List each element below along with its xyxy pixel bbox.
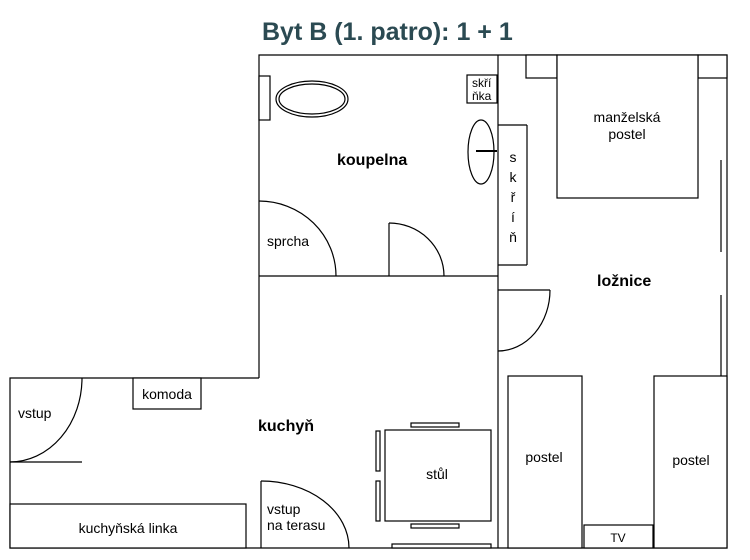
kuchyn-label: kuchyň bbox=[258, 418, 314, 435]
skrin-label: s k ř í ň bbox=[509, 149, 517, 245]
bed-left bbox=[507, 375, 583, 549]
tv-label: TV bbox=[610, 531, 625, 545]
skrinka-box bbox=[466, 74, 498, 104]
postel-left-label: postel bbox=[525, 449, 562, 465]
koupelna-label: koupelna bbox=[337, 152, 407, 169]
chair bbox=[410, 422, 460, 428]
komoda-label: komoda bbox=[142, 386, 192, 402]
chair bbox=[375, 430, 381, 472]
manzelska-postel-label-2: postel bbox=[608, 126, 645, 142]
double-bed bbox=[556, 54, 699, 199]
skrinka-label-2: ňka bbox=[472, 89, 492, 103]
chair bbox=[391, 543, 492, 549]
vstup-label: vstup bbox=[18, 405, 52, 421]
vstup-terasa-label-2: na terasu bbox=[267, 517, 325, 533]
bathroom-door-swing bbox=[388, 222, 445, 277]
skrin-letter: k bbox=[510, 169, 518, 185]
loznice-label: ložnice bbox=[597, 273, 651, 290]
bathtub-inner bbox=[278, 83, 346, 115]
plan-title: Byt B (1. patro): 1 + 1 bbox=[262, 18, 513, 46]
skrin-letter: ň bbox=[509, 229, 517, 245]
postel-right-label: postel bbox=[672, 452, 709, 468]
kuchynska-linka-label: kuchyňská linka bbox=[79, 520, 178, 536]
nightstand-left bbox=[525, 54, 558, 79]
skrinka-label-1: skří bbox=[472, 76, 492, 90]
interior-walls bbox=[259, 55, 528, 548]
nightstand-right bbox=[697, 54, 728, 79]
bedroom-door-swing bbox=[497, 289, 551, 352]
bed-right bbox=[653, 375, 728, 549]
tv-stand bbox=[583, 524, 654, 549]
bath-fixture bbox=[258, 75, 271, 121]
table bbox=[384, 429, 492, 522]
kitchen-counter bbox=[9, 503, 247, 549]
skrin-letter: s bbox=[510, 149, 517, 165]
stul-label: stůl bbox=[426, 466, 448, 482]
vstup-terasa-label-1: vstup bbox=[267, 501, 301, 517]
skrin-letter: ř bbox=[511, 189, 516, 205]
chair bbox=[375, 480, 381, 522]
terrace-door-swing bbox=[260, 480, 350, 549]
komoda-box bbox=[132, 377, 202, 410]
bathtub bbox=[275, 80, 349, 118]
chair bbox=[410, 523, 460, 529]
shower-arc bbox=[258, 200, 337, 277]
skrin-letter: í bbox=[511, 209, 515, 225]
sprcha-label: sprcha bbox=[267, 233, 309, 249]
entry-door-swing bbox=[9, 377, 83, 463]
manzelska-postel-label-1: manželská bbox=[594, 109, 661, 125]
